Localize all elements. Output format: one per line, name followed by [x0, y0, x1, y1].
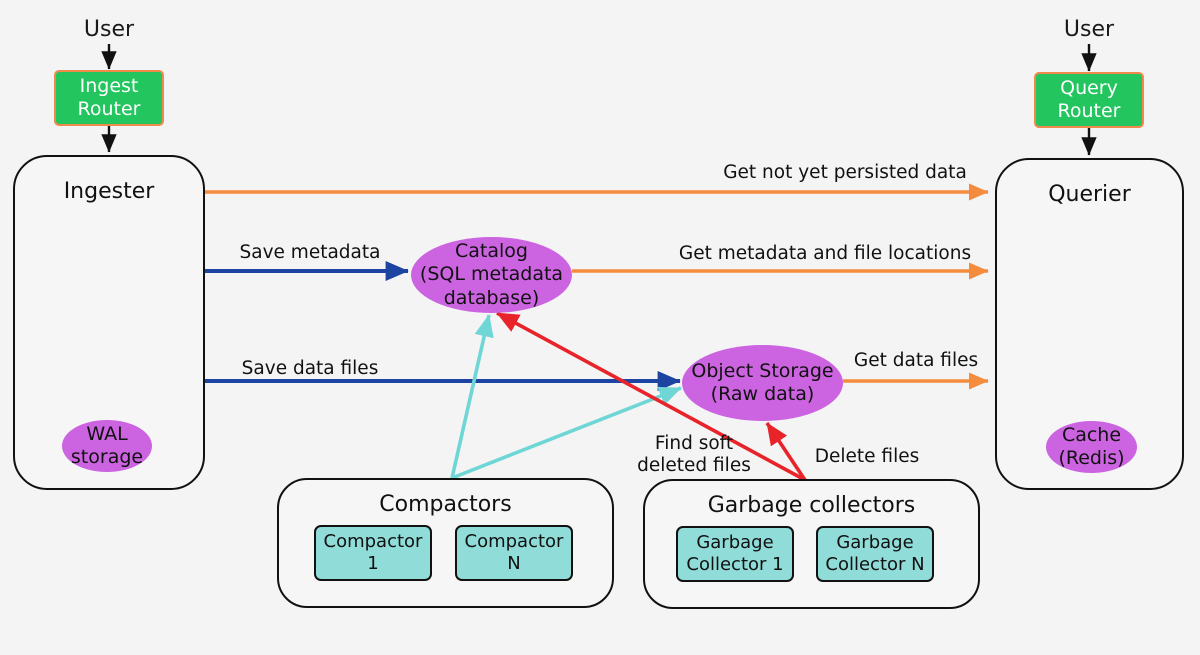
cache-redis-node[interactable]: Cache (Redis) [1046, 421, 1137, 473]
compactor-1-node[interactable]: Compactor 1 [314, 525, 432, 581]
wal-storage-node[interactable]: WAL storage [62, 420, 152, 472]
user-label-left: User [83, 16, 135, 42]
edge-label-get-not-yet-persisted-data: Get not yet persisted data [723, 162, 967, 183]
ingest-router-node[interactable]: Ingest Router [54, 70, 164, 126]
garbage-collector-1-node[interactable]: Garbage Collector 1 [676, 526, 794, 582]
compactor-n-node[interactable]: Compactor N [455, 525, 573, 581]
edge-label-save-data-files: Save data files [241, 358, 379, 379]
edge-label-delete-files: Delete files [814, 446, 920, 467]
edge-delete-files [765, 422, 807, 481]
user-label-right: User [1063, 16, 1115, 42]
edge-label-find-soft-deleted-files: Find soft deleted files [637, 433, 751, 477]
catalog-node[interactable]: Catalog (SQL metadata database) [411, 237, 572, 313]
garbage-collector-n-node[interactable]: Garbage Collector N [816, 526, 934, 582]
edge-compactors-to-catalog [450, 314, 494, 479]
edge-label-get-metadata-and-file-locations: Get metadata and file locations [678, 243, 972, 264]
object-storage-node[interactable]: Object Storage (Raw data) [682, 345, 843, 421]
querier-container[interactable]: Querier [995, 158, 1184, 490]
query-router-node[interactable]: Query Router [1034, 72, 1144, 128]
edge-label-get-data-files: Get data files [853, 350, 979, 371]
edge-label-save-metadata: Save metadata [239, 242, 381, 263]
